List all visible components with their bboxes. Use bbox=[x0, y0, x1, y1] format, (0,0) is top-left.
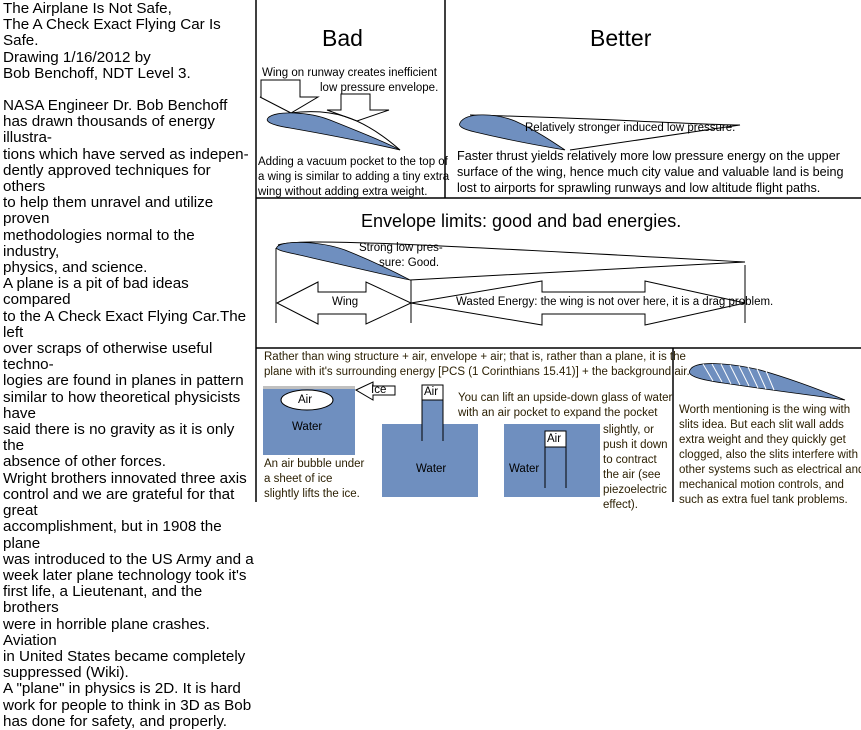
left-arrow-icon bbox=[354, 381, 396, 401]
air-label: Air bbox=[424, 386, 439, 398]
envelope-outline bbox=[469, 114, 741, 151]
caption-line: slightly lifts the ice. bbox=[264, 488, 360, 500]
caption-line: piezoelectric bbox=[603, 484, 667, 496]
wing-slits bbox=[702, 363, 775, 391]
wing-bad bbox=[266, 112, 401, 151]
air-bubble bbox=[280, 389, 334, 411]
better-title: Better bbox=[590, 25, 652, 51]
good-label: Strong low pres- bbox=[359, 242, 443, 254]
panel-dividers bbox=[255, 0, 861, 502]
caption-line: lost to airports for sprawling runways a… bbox=[457, 181, 821, 195]
wing-envelope bbox=[276, 242, 411, 281]
intro-paragraph: NASA Engineer Dr. Bob Benchoff has drawn… bbox=[3, 97, 249, 277]
caption-line: the air (see bbox=[603, 469, 661, 481]
intro-line: plane with it's surrounding energy [PCS … bbox=[264, 366, 690, 378]
caption-line: to contract bbox=[603, 454, 657, 466]
better-caption: Faster thrust yields relatively more low… bbox=[457, 148, 843, 196]
caption-line: Worth mentioning is the wing with bbox=[679, 404, 851, 416]
title-line: Bob Benchoff, NDT Level 3. bbox=[3, 64, 191, 82]
wasted-double-arrow bbox=[410, 280, 746, 326]
intro-paragraph: A "plane" in physics is 2D. It is hard w… bbox=[3, 680, 252, 730]
water-label: Water bbox=[509, 463, 540, 475]
envelope-title: Envelope limits: good and bad energies. bbox=[361, 211, 682, 231]
down-arrow-icon bbox=[326, 93, 390, 122]
wing-label: Wing bbox=[332, 296, 359, 308]
air-pocket bbox=[421, 384, 444, 401]
intro-text: The Airplane Is Not Safe, The A Check Ex… bbox=[3, 0, 255, 730]
title-line: Drawing 1/16/2012 by bbox=[3, 48, 151, 66]
intro-paragraph: A plane is a pit of bad ideas compared t… bbox=[3, 275, 247, 471]
down-arrow-icon bbox=[259, 79, 320, 114]
caption-line: mechanical motion controls, and bbox=[679, 479, 844, 491]
intro-paragraph: Wright brothers innovated three axis con… bbox=[3, 469, 254, 682]
bad-title: Bad bbox=[322, 25, 363, 51]
caption-line: other systems such as electrical and bbox=[679, 464, 861, 476]
water-box bbox=[382, 424, 478, 497]
caption-line: a wing is similar to adding a tiny extra bbox=[258, 171, 450, 183]
glass-text-2: slightly, or push it down to contract th… bbox=[603, 423, 668, 513]
caption-line: a sheet of ice bbox=[264, 473, 333, 485]
caption-line: Faster thrust yields relatively more low… bbox=[457, 149, 840, 163]
air-pocket bbox=[544, 430, 567, 448]
caption-line: slightly, or bbox=[603, 424, 654, 436]
caption-line: such as extra fuel tank problems. bbox=[679, 494, 848, 506]
water-label: Water bbox=[292, 421, 323, 433]
ice-sheet bbox=[263, 386, 355, 389]
title-line: The Airplane Is Not Safe, bbox=[3, 0, 172, 17]
caption-line: push it down bbox=[603, 439, 668, 451]
caption-line: wing without adding extra weight. bbox=[258, 186, 428, 198]
caption-line: An air bubble under bbox=[264, 458, 365, 470]
caption-line: Adding a vacuum pocket to the top of bbox=[258, 156, 448, 168]
caption-line: extra weight and they quickly get bbox=[679, 434, 846, 446]
slit-wing bbox=[688, 363, 846, 401]
bottom-intro: Rather than wing structure + air, envelo… bbox=[264, 350, 690, 380]
wasted-label: Wasted Energy: the wing is not over here… bbox=[456, 296, 774, 308]
bad-label: Wing on runway creates inefficient bbox=[262, 67, 437, 79]
ice-label: Ice bbox=[371, 384, 387, 396]
slits-caption: Worth mentioning is the wing with slits … bbox=[679, 403, 861, 508]
water-label: Water bbox=[416, 463, 447, 475]
intro-line: Rather than wing structure + air, envelo… bbox=[264, 351, 686, 363]
bad-caption: Adding a vacuum pocket to the top of a w… bbox=[258, 155, 449, 200]
caption-line: surface of the wing, hence much city val… bbox=[457, 165, 844, 179]
air-label: Air bbox=[298, 394, 313, 406]
intro-title: The Airplane Is Not Safe, The A Check Ex… bbox=[3, 0, 255, 82]
ice-caption: An air bubble under a sheet of ice sligh… bbox=[264, 457, 364, 502]
better-label: Relatively stronger induced low pressure… bbox=[525, 122, 736, 134]
title-line: The A Check Exact Flying Car Is Safe. bbox=[3, 16, 221, 50]
wing-better bbox=[459, 114, 566, 151]
caption-line: effect). bbox=[603, 499, 638, 511]
caption-line: slits idea. But each slit wall adds bbox=[679, 419, 844, 431]
glass-text: You can lift an upside-down glass of wat… bbox=[458, 391, 672, 421]
diagram-graphics bbox=[255, 0, 861, 502]
bad-label: low pressure envelope. bbox=[320, 82, 439, 94]
envelope-limit-lines bbox=[275, 248, 746, 323]
envelope-outline bbox=[289, 111, 401, 151]
caption-line: clogged, also the slits interfere with bbox=[679, 449, 858, 461]
caption-line: with an air pocket to expand the pocket bbox=[458, 407, 658, 419]
air-label: Air bbox=[547, 433, 562, 445]
caption-line: You can lift an upside-down glass of wat… bbox=[458, 392, 673, 404]
good-label: sure: Good. bbox=[379, 257, 440, 269]
